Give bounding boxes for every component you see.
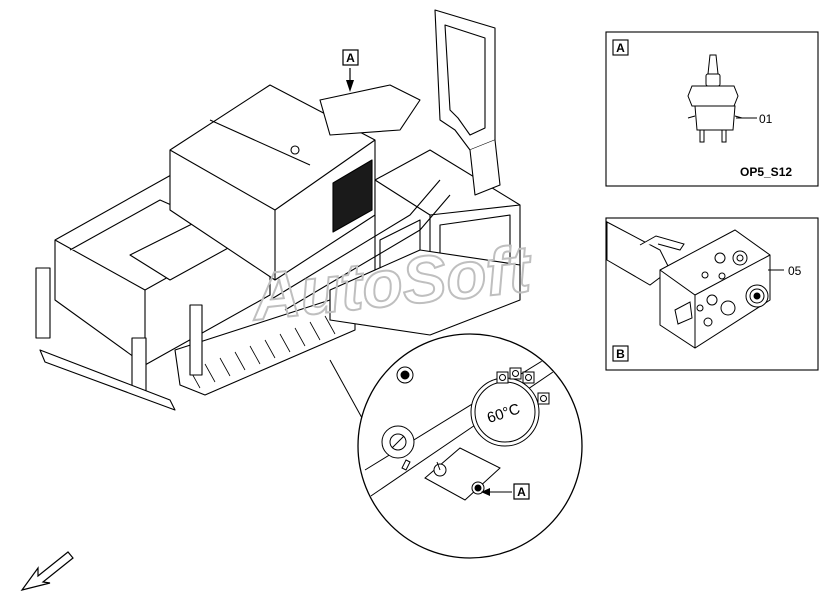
svg-text:A: A xyxy=(517,485,526,499)
screed xyxy=(329,249,521,336)
svg-text:A: A xyxy=(346,51,355,65)
operator-seat xyxy=(319,9,501,196)
hopper-posts xyxy=(35,267,203,411)
direction-arrow xyxy=(20,551,74,591)
detail-a-label: A xyxy=(616,41,625,55)
zoom-detail: 60°C xyxy=(357,333,583,559)
ignition-key xyxy=(381,425,415,471)
paver-machine xyxy=(35,9,521,411)
callout-zoom-a: A xyxy=(481,483,530,500)
detail-a-caption: OP5_S12 xyxy=(740,165,792,179)
detail-a-panel: A 01 OP5_S12 xyxy=(605,31,819,187)
control-box-drawing xyxy=(606,221,771,349)
handrail xyxy=(269,179,451,311)
detail-b-label: B xyxy=(616,347,625,361)
detail-b-panel: B 05 xyxy=(605,217,819,371)
switch-plate xyxy=(424,447,501,501)
callout-main-a: A xyxy=(342,49,359,92)
detail-a-part-number: 01 xyxy=(759,112,773,126)
engine-housing xyxy=(169,84,376,281)
upper-knob xyxy=(396,366,414,384)
detail-b-part-number: 05 xyxy=(788,264,802,278)
engine-grille xyxy=(332,159,373,233)
indicator-lights xyxy=(496,367,550,405)
toggle-switch-drawing xyxy=(687,54,743,143)
